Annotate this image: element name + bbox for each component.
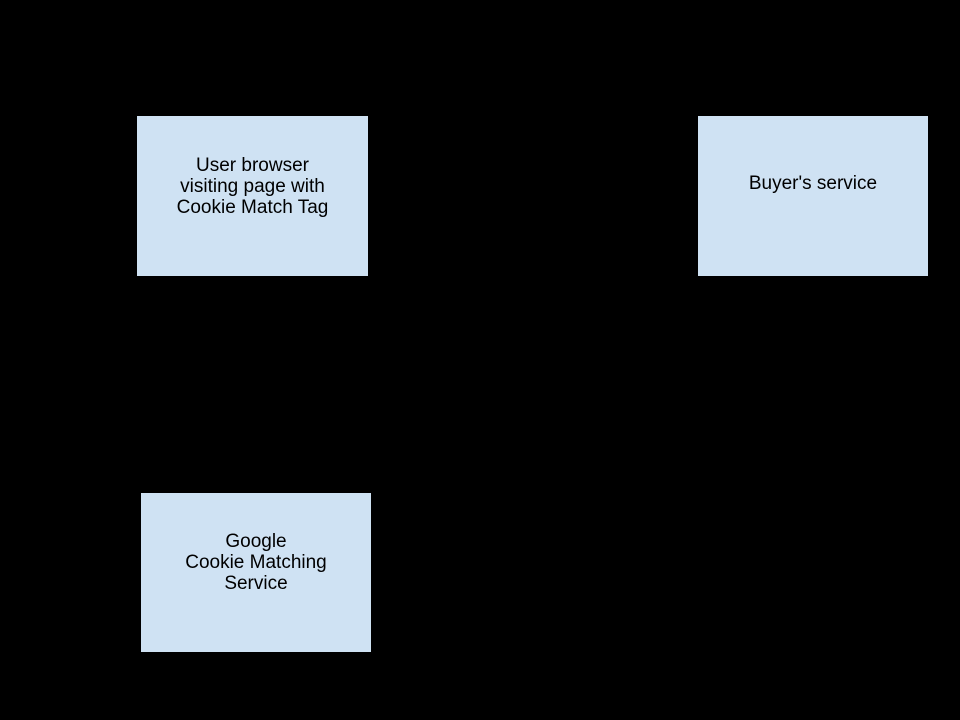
node-label-line: Buyer's service: [748, 172, 878, 194]
node-google-cookie-matching-service-label: Google Cookie Matching Service: [185, 531, 327, 594]
node-label-line: Google: [225, 531, 287, 552]
node-label-line: User browser: [196, 154, 309, 176]
node-user-browser-label: User browser visiting page with Cookie M…: [177, 155, 329, 218]
node-google-cookie-matching-service: Google Cookie Matching Service: [140, 492, 372, 653]
node-label-line: Cookie Match Tag: [176, 196, 329, 218]
node-label-line: Service: [224, 573, 288, 594]
node-label-line: visiting page with: [180, 175, 325, 197]
node-label-line: Cookie Matching: [185, 552, 327, 573]
node-user-browser: User browser visiting page with Cookie M…: [136, 115, 369, 277]
node-buyers-service: Buyer's service: [697, 115, 929, 277]
node-buyers-service-label: Buyer's service: [749, 173, 877, 194]
